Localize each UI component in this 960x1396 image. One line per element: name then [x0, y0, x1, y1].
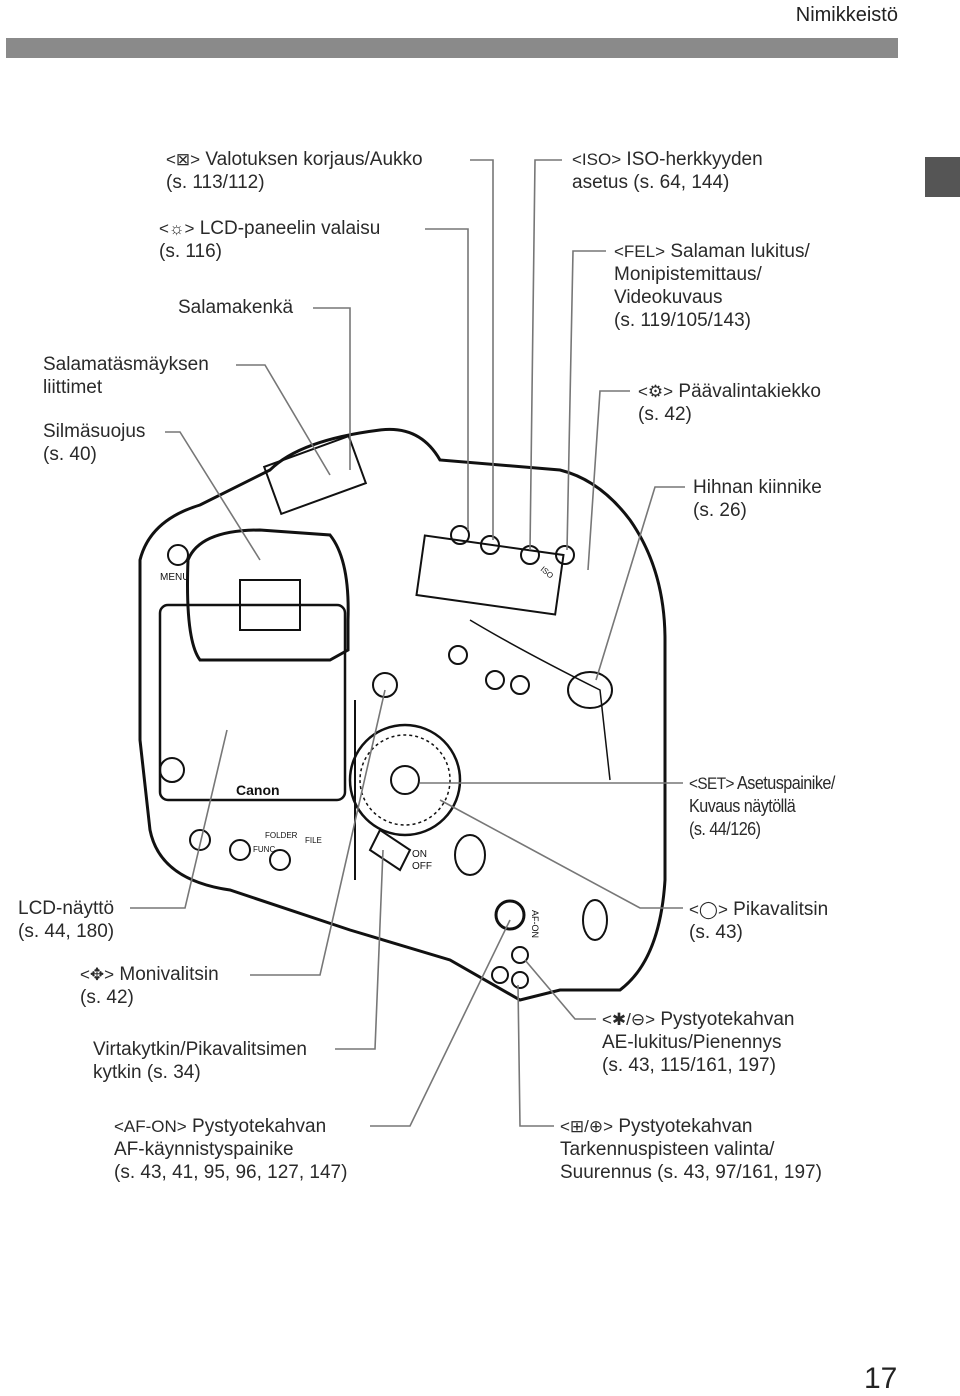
label-text: Päävalintakiekko — [678, 381, 821, 402]
label-text: (s. 119/105/143) — [614, 310, 751, 331]
label-text: (s. 116) — [159, 241, 223, 262]
camera-brand: Canon — [236, 782, 280, 798]
chapter-tab — [925, 157, 960, 197]
camera-iso-label: ISO — [539, 565, 555, 581]
label-quick-control-dial: <◯> Pikavalitsin(s. 43) — [689, 898, 828, 944]
label-text: Asetuspainike/ — [737, 773, 835, 793]
label-exposure-compensation: <⊠> Valotuksen korjaus/Aukko(s. 113/112) — [166, 148, 423, 194]
fel-icon: <FEL> — [614, 242, 666, 261]
label-text: Monivalitsin — [119, 964, 219, 985]
af-point-icon: <⊞/⊕> — [560, 1117, 614, 1136]
lcd-illumination-icon: <☼> — [159, 219, 195, 238]
label-text: (s. 43, 41, 95, 96, 127, 147) — [114, 1162, 348, 1183]
label-text: AF-käynnistyspainike — [114, 1139, 294, 1160]
camera-on-label: ON — [412, 849, 427, 860]
label-text: Pikavalitsin — [733, 899, 829, 920]
label-text: (s. 43) — [689, 922, 743, 943]
label-fel: <FEL> Salaman lukitus/Monipistemittaus/V… — [614, 240, 810, 332]
label-text: (s. 40) — [43, 444, 97, 465]
label-lcd-illumination: <☼> LCD-paneelin valaisu(s. 116) — [159, 217, 380, 263]
label-text: (s. 44, 180) — [18, 921, 115, 942]
af-on-icon: <AF-ON> — [114, 1117, 187, 1136]
main-dial-icon: <⚙> — [638, 382, 674, 401]
exposure-compensation-icon: <⊠> — [166, 150, 201, 169]
label-text: Kuvaus näytöllä — [689, 796, 796, 816]
label-text: Hihnan kiinnike — [693, 477, 822, 498]
label-strap-mount: Hihnan kiinnike(s. 26) — [693, 476, 822, 522]
label-text: Pystyotekahvan — [660, 1009, 795, 1030]
label-text: asetus (s. 64, 144) — [572, 172, 730, 193]
label-text: Salamatäsmäyksen — [43, 354, 209, 375]
label-text: LCD-paneelin valaisu — [199, 218, 381, 239]
section-title: Nimikkeistö — [795, 4, 898, 26]
label-text: Monipistemittaus/ — [614, 264, 762, 285]
ae-lock-icon: <✱/⊖> — [602, 1010, 656, 1029]
label-text: (s. 42) — [80, 987, 134, 1008]
label-text: Valotuksen korjaus/Aukko — [205, 149, 423, 170]
label-text: Tarkennuspisteen valinta/ — [560, 1139, 775, 1160]
label-text: Pystyotekahvan — [192, 1116, 327, 1137]
multi-controller-icon: <✥> — [80, 965, 115, 984]
label-text: Pystyotekahvan — [618, 1116, 753, 1137]
iso-icon: <ISO> — [572, 150, 622, 169]
label-text: LCD-näyttö — [18, 898, 115, 919]
label-text: kytkin (s. 34) — [93, 1062, 201, 1083]
label-text: Virtakytkin/Pikavalitsimen — [93, 1039, 308, 1060]
camera-file-label: FILE — [305, 836, 322, 845]
label-lcd-monitor: LCD-näyttö(s. 44, 180) — [18, 897, 114, 943]
label-text: (s. 43, 115/161, 197) — [602, 1055, 776, 1076]
label-hot-shoe: Salamakenkä — [178, 297, 294, 318]
label-set-button: <SET> Asetuspainike/Kuvaus näytöllä (s. 4… — [689, 772, 835, 841]
quick-control-dial-icon: <◯> — [689, 900, 728, 919]
label-text: (s. 44/126) — [689, 819, 761, 839]
label-main-dial: <⚙> Päävalintakiekko(s. 42) — [638, 380, 821, 426]
set-icon: <SET> — [689, 774, 734, 793]
label-multi-controller: <✥> Monivalitsin(s. 42) — [80, 963, 219, 1009]
label-text: liittimet — [43, 377, 103, 398]
camera-off-label: OFF — [412, 861, 432, 872]
leader-lines — [130, 159, 685, 1127]
label-text: Salaman lukitus/ — [670, 241, 810, 262]
label-text: Videokuvaus — [614, 287, 723, 308]
camera-afon-label: AF-ON — [530, 910, 540, 938]
label-text: AE-lukitus/Pienennys — [602, 1032, 782, 1053]
camera-menu-label: MENU — [160, 572, 189, 583]
label-text: (s. 26) — [693, 500, 747, 521]
label-text: (s. 42) — [638, 404, 692, 425]
label-eyecup: Silmäsuojus(s. 40) — [43, 420, 145, 466]
header-bar — [6, 38, 898, 58]
camera-body — [138, 427, 667, 1002]
camera-folder-label: FOLDER — [265, 831, 298, 840]
page-number: 17 — [864, 1362, 898, 1395]
label-text: ISO-herkkyyden — [626, 149, 763, 170]
label-text: (s. 113/112) — [166, 172, 265, 193]
label-text: Suurennus (s. 43, 97/161, 197) — [560, 1162, 822, 1183]
camera-func-label: FUNC — [253, 845, 275, 854]
label-text: Silmäsuojus — [43, 421, 146, 442]
